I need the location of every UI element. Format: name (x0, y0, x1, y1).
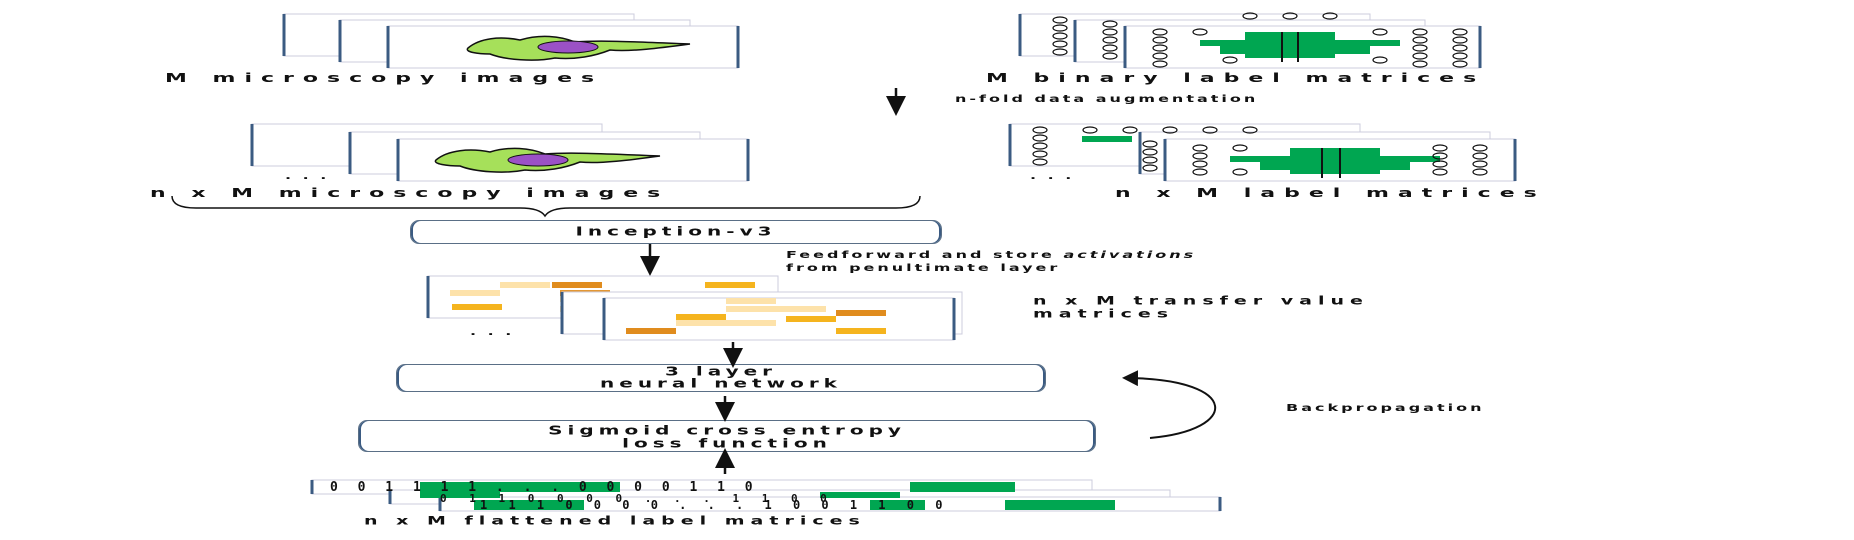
loss-line2: loss function (622, 435, 832, 451)
loss-line1: Sigmoid cross entropy (548, 422, 906, 438)
m-binary-stack (1018, 12, 1482, 69)
feedforward-line1: Feedforward and store activations (786, 249, 1196, 260)
feedforward-em: activations (1063, 248, 1197, 261)
cell-image-icon-2 (434, 147, 661, 173)
nn-line1: 3 layer (664, 363, 778, 379)
augmentation-label: n-fold data augmentation (955, 92, 1259, 105)
nm-microscopy-label: n x M microscopy images (150, 186, 670, 201)
ellipsis-2: . . . (285, 169, 330, 182)
feedforward-pre: Feedforward and store (786, 248, 1064, 261)
curly-brace-icon (171, 195, 921, 218)
m-binary-label: M binary label matrices (986, 71, 1486, 86)
flat-row-3: 1 1 1 0 0 0 0 . . . 1 0 0 1 1 0 0 (480, 498, 949, 512)
curved-arrow-icon (1122, 370, 1216, 439)
nm-microscopy-stack (250, 123, 750, 182)
feedforward-line2: from penultimate layer (786, 261, 1061, 274)
flattened-stack: 0 0 1 1 1 1 . . . 0 0 0 0 1 1 0 0 1 1 0 … (310, 479, 1222, 512)
m-microscopy-stack (282, 13, 740, 69)
neural-network-box: 3 layer neural network (396, 364, 1046, 392)
transfer-value-stack (426, 275, 963, 341)
ellipsis-6: . . . (470, 325, 515, 338)
flattened-label: n x M flattened label matrices (364, 514, 866, 528)
nm-label-label: n x M label matrices (1115, 186, 1546, 201)
cell-image-icon (466, 35, 691, 61)
flat-row-1: 0 0 1 1 1 1 . . . 0 0 0 0 1 1 0 (330, 480, 759, 495)
transfer-line1: n x M transfer value (1033, 294, 1369, 308)
flat-row-2: 0 1 1 0 0 0 0 . . . 1 1 0 0 (440, 492, 835, 505)
ellipsis-4: . . . (1030, 169, 1075, 182)
nm-label-stack (1008, 123, 1517, 182)
backprop-label: Backpropagation (1286, 401, 1485, 414)
transfer-line2: matrices (1033, 307, 1175, 321)
inception-label: Inception-v3 (575, 223, 777, 239)
inception-box: Inception-v3 (410, 220, 942, 244)
nn-line2: neural network (600, 375, 842, 391)
m-microscopy-label: M microscopy images (165, 71, 604, 86)
binary-matrix-icon (1052, 12, 1468, 68)
